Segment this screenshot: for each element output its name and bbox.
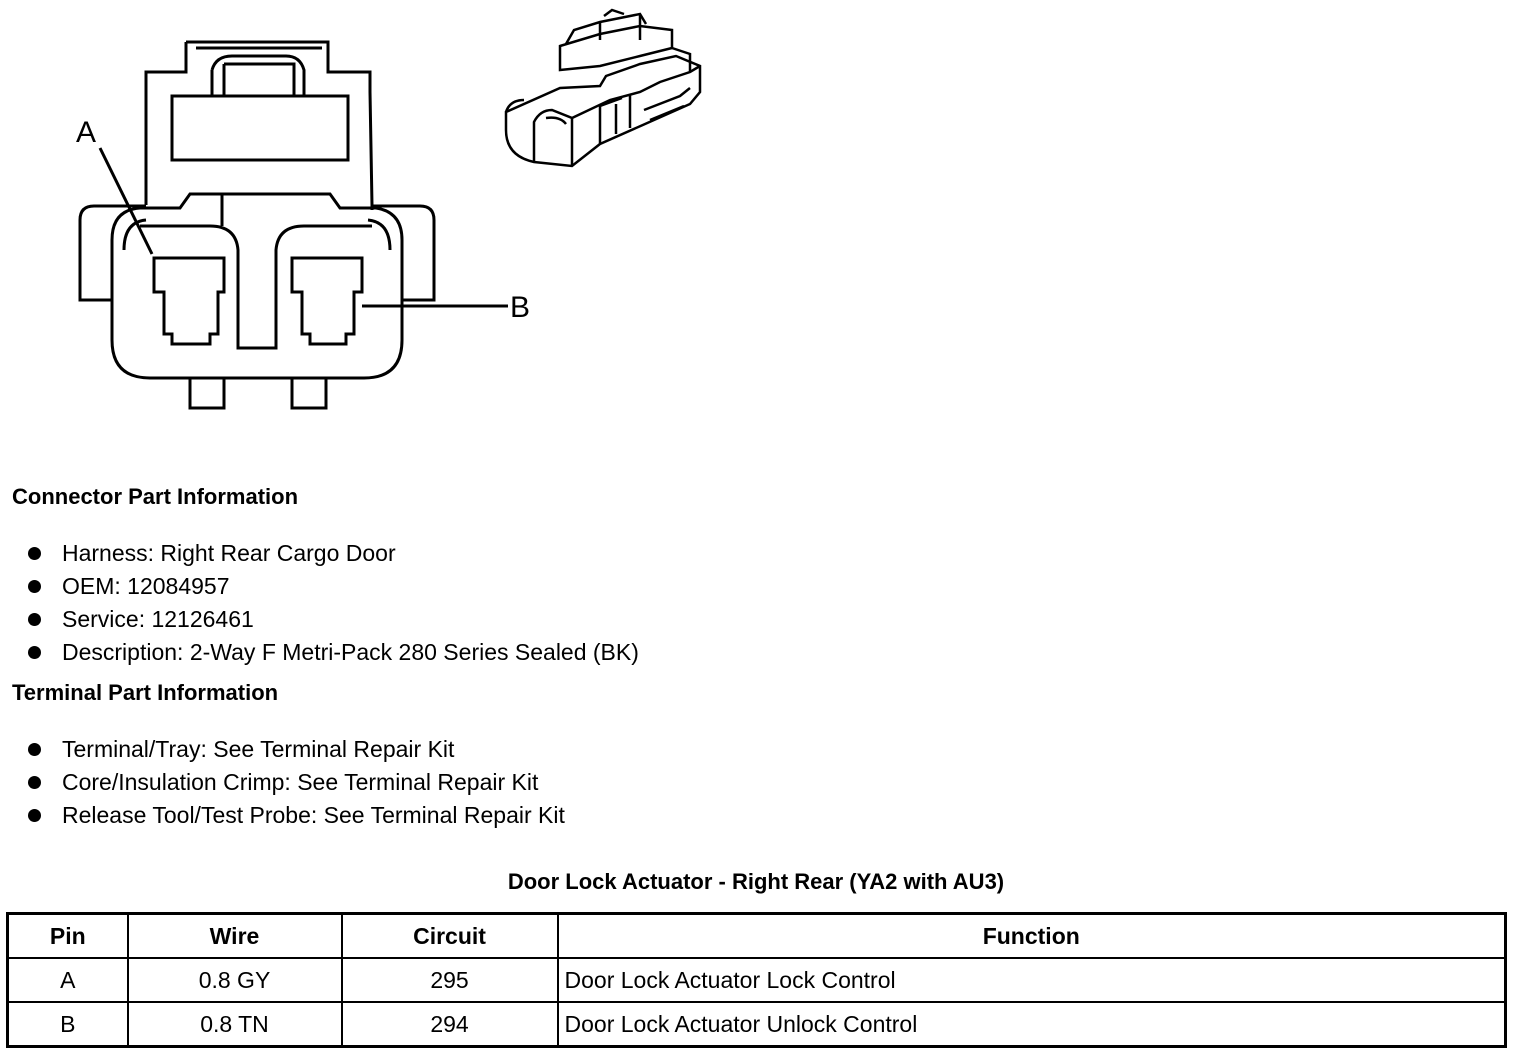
- list-item: Release Tool/Test Probe: See Terminal Re…: [28, 799, 565, 832]
- bullet-icon: [28, 743, 41, 756]
- cell-wire: 0.8 GY: [126, 957, 343, 1003]
- callout-a: A: [76, 116, 96, 149]
- connector-iso-drawing: [504, 8, 702, 168]
- header-circuit: Circuit: [340, 912, 559, 959]
- list-item: OEM: 12084957: [28, 570, 639, 603]
- terminal-release-tool: Release Tool/Test Probe: See Terminal Re…: [62, 802, 565, 828]
- connector-face-drawing: [78, 40, 436, 410]
- terminal-crimp: Core/Insulation Crimp: See Terminal Repa…: [62, 769, 539, 795]
- bullet-icon: [28, 776, 41, 789]
- bullet-icon: [28, 580, 41, 593]
- terminal-tray: Terminal/Tray: See Terminal Repair Kit: [62, 736, 455, 762]
- pin-table: Pin Wire Circuit Function A 0.8 GY 295 D…: [6, 912, 1507, 1048]
- list-item: Harness: Right Rear Cargo Door: [28, 537, 639, 570]
- leader-line-a: [98, 147, 154, 255]
- header-function: Function: [556, 912, 1507, 959]
- bullet-icon: [28, 809, 41, 822]
- callout-b: B: [510, 291, 530, 324]
- cell-function: Door Lock Actuator Lock Control: [556, 957, 1507, 1003]
- connector-description: Description: 2-Way F Metri-Pack 280 Seri…: [62, 639, 639, 665]
- cell-pin: B: [6, 1001, 129, 1048]
- bullet-icon: [28, 646, 41, 659]
- bullet-icon: [28, 613, 41, 626]
- connector-info-heading: Connector Part Information: [12, 484, 299, 509]
- connector-oem: OEM: 12084957: [62, 573, 230, 599]
- connector-service: Service: 12126461: [62, 606, 254, 632]
- list-item: Service: 12126461: [28, 603, 639, 636]
- cell-circuit: 294: [340, 1001, 559, 1048]
- terminal-info-list: Terminal/Tray: See Terminal Repair Kit C…: [28, 733, 565, 832]
- bullet-icon: [28, 547, 41, 560]
- cell-function: Door Lock Actuator Unlock Control: [556, 1001, 1507, 1048]
- table-header-row: Pin Wire Circuit Function: [6, 912, 1507, 959]
- header-pin: Pin: [6, 912, 129, 959]
- connector-diagram: A B: [0, 0, 720, 430]
- cell-wire: 0.8 TN: [126, 1001, 343, 1048]
- table-row: A 0.8 GY 295 Door Lock Actuator Lock Con…: [6, 957, 1507, 1003]
- cell-pin: A: [6, 957, 129, 1003]
- list-item: Core/Insulation Crimp: See Terminal Repa…: [28, 766, 565, 799]
- terminal-info-heading: Terminal Part Information: [12, 680, 279, 705]
- list-item: Terminal/Tray: See Terminal Repair Kit: [28, 733, 565, 766]
- header-wire: Wire: [126, 912, 343, 959]
- table-row: B 0.8 TN 294 Door Lock Actuator Unlock C…: [6, 1001, 1507, 1048]
- pin-table-title: Door Lock Actuator - Right Rear (YA2 wit…: [507, 869, 1005, 894]
- cell-circuit: 295: [340, 957, 559, 1003]
- list-item: Description: 2-Way F Metri-Pack 280 Seri…: [28, 636, 639, 669]
- connector-harness: Harness: Right Rear Cargo Door: [62, 540, 396, 566]
- connector-info-list: Harness: Right Rear Cargo Door OEM: 1208…: [28, 537, 639, 669]
